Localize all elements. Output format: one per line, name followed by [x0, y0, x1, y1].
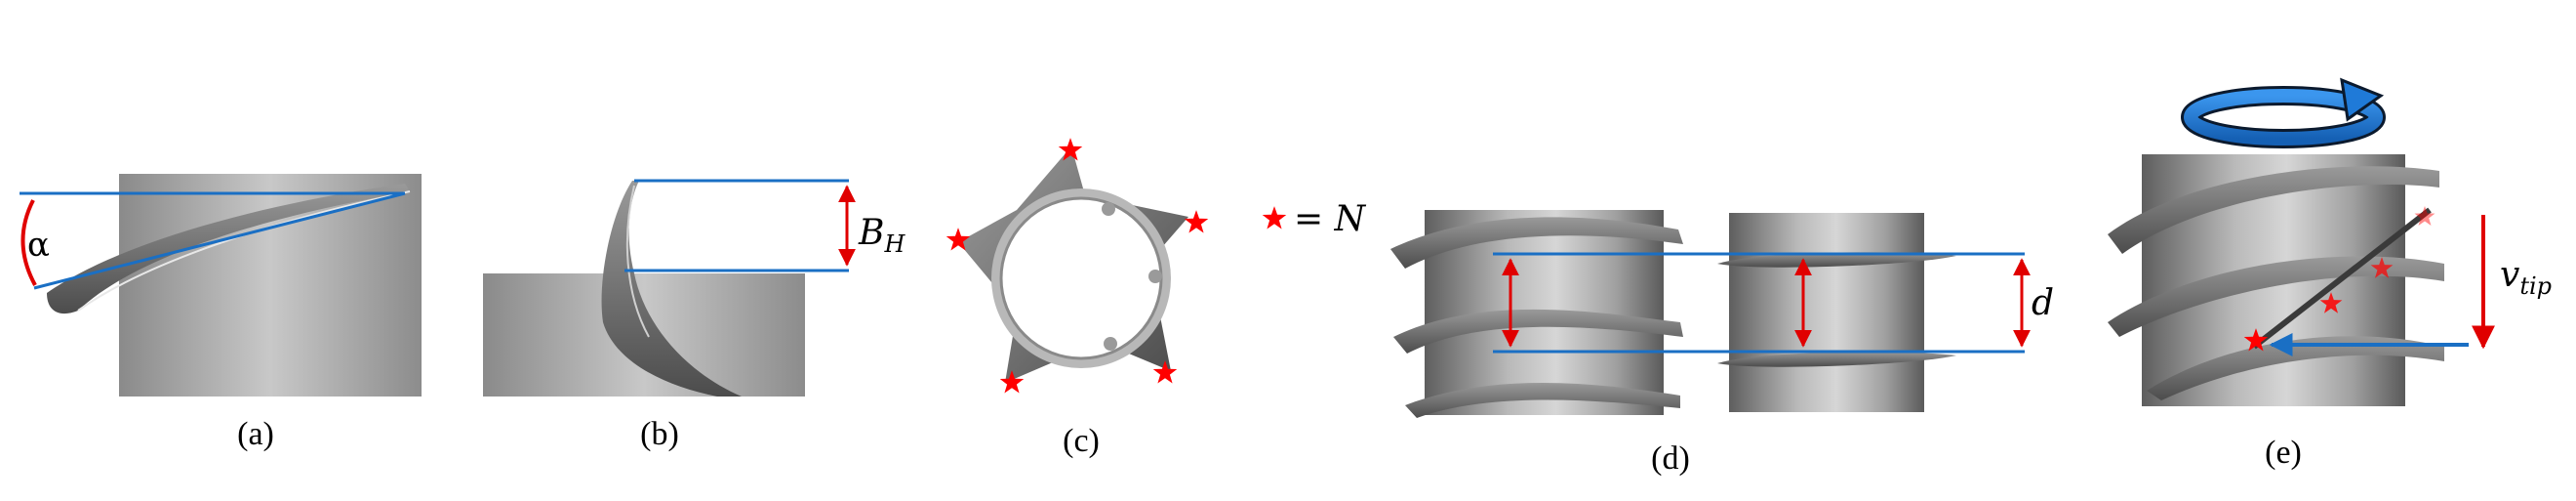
helical-blade: [1393, 309, 1683, 354]
panel-b: BH (b): [483, 179, 906, 452]
annular-blade: [1717, 252, 1956, 268]
panel-e: vtip (e): [2108, 77, 2552, 471]
mount-hole: [1102, 202, 1115, 216]
blade-highlight: [625, 185, 650, 338]
legend-label: = N: [1294, 199, 1367, 239]
panel-a: α (a): [20, 174, 422, 452]
helical-blade: [1405, 382, 1680, 418]
mount-hole: [1104, 337, 1117, 351]
helical-blade: [2108, 256, 2444, 337]
helical-blade: [47, 184, 410, 314]
rotation-arrow-icon: [2181, 77, 2386, 148]
red-star-icon: [1262, 206, 1287, 230]
angle-label: α: [27, 226, 50, 265]
blade-edge: [77, 190, 411, 312]
helical-blade: [2147, 336, 2444, 400]
helical-blade: [2108, 166, 2439, 254]
angle-arc: [20, 199, 37, 286]
tube-inner: [999, 196, 1163, 360]
caption-c: (c): [1063, 423, 1100, 459]
cylinder-body-right: [1729, 213, 1924, 412]
annular-blade: [1717, 352, 1956, 367]
dimension-label: BH: [858, 213, 906, 258]
blade-profile: [601, 181, 742, 397]
dimension-label: d: [2032, 283, 2054, 323]
helical-blade: [1390, 217, 1683, 269]
velocity-label: vtip: [2500, 255, 2552, 300]
caption-d: (d): [1651, 440, 1690, 477]
legend: = N: [1262, 199, 1367, 239]
cylinder-body: [119, 174, 422, 397]
panel-c: (c): [946, 138, 1209, 459]
red-star-icon: [1184, 210, 1209, 233]
blade-contact-ridge: [2252, 207, 2432, 350]
caption-b: (b): [640, 416, 679, 452]
guide-line-blade: [33, 191, 406, 290]
caption-e: (e): [2265, 435, 2302, 471]
caption-a: (a): [237, 416, 274, 452]
mount-hole: [1148, 270, 1162, 283]
panel-d: d (d): [1390, 210, 2054, 477]
